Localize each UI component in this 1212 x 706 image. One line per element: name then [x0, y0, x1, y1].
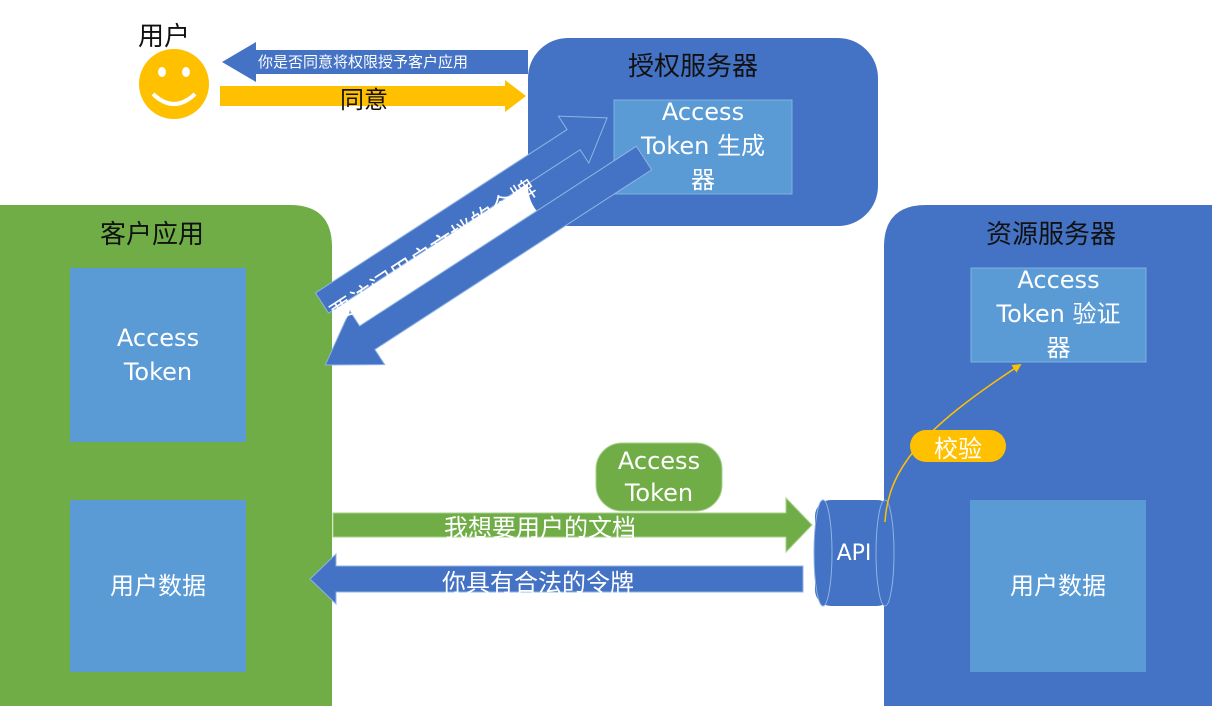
- want-docs-arrow: [332, 496, 813, 554]
- access-token-pill-line1: Access: [617, 447, 701, 475]
- client-token-label: Access Token: [70, 268, 246, 442]
- token-validator-line3: 器: [1046, 334, 1071, 362]
- token-generator-line2: Token 生成: [641, 132, 765, 160]
- resource-server-title: 资源服务器: [986, 220, 1117, 250]
- agree-arrow: [220, 80, 526, 112]
- issue-token-arrow: [324, 145, 653, 366]
- token-validator-line1: Access: [1017, 266, 1100, 294]
- token-generator-box: [613, 99, 793, 195]
- api-cylinder: [813, 499, 895, 607]
- request-token-arrow: [314, 115, 608, 314]
- want-docs-label: 我想要用户的文档: [444, 514, 636, 542]
- client-data-box: [70, 500, 246, 672]
- user-smiley-icon: [139, 49, 209, 119]
- client-data-label: 用户数据: [110, 572, 206, 600]
- consent-question-arrow: [222, 42, 528, 82]
- token-validator-line2: Token 验证: [996, 300, 1121, 328]
- token-generator-line1: Access: [661, 98, 745, 126]
- resource-data-box: [970, 500, 1146, 672]
- client-app-title: 客户应用: [100, 220, 205, 250]
- token-validator-box: [970, 267, 1147, 363]
- verify-label: 校验: [934, 434, 982, 463]
- valid-token-label: 你具有合法的令牌: [442, 569, 634, 597]
- resource-data-label: 用户数据: [1010, 572, 1106, 600]
- access-token-pill-line2: Token: [624, 479, 694, 507]
- access-token-pill: [595, 442, 723, 512]
- api-label: API: [836, 540, 872, 566]
- auth-server-title: 授权服务器: [628, 52, 759, 82]
- consent-question-label: 你是否同意将权限授予客户应用: [258, 53, 469, 71]
- valid-token-arrow: [309, 552, 804, 606]
- agree-label: 同意: [340, 86, 388, 114]
- verify-badge: [910, 430, 1006, 462]
- client-token-box: [70, 268, 246, 442]
- client-token-line1: Access: [116, 324, 200, 352]
- user-label: 用户: [138, 22, 191, 52]
- token-generator-line3: 器: [691, 166, 715, 194]
- token-validator-label: Access Token 验证 器: [971, 264, 1146, 364]
- client-token-line2: Token: [123, 358, 193, 386]
- token-generator-label: Access Token 生成 器: [614, 96, 792, 196]
- access-token-pill-label: Access Token: [596, 443, 722, 511]
